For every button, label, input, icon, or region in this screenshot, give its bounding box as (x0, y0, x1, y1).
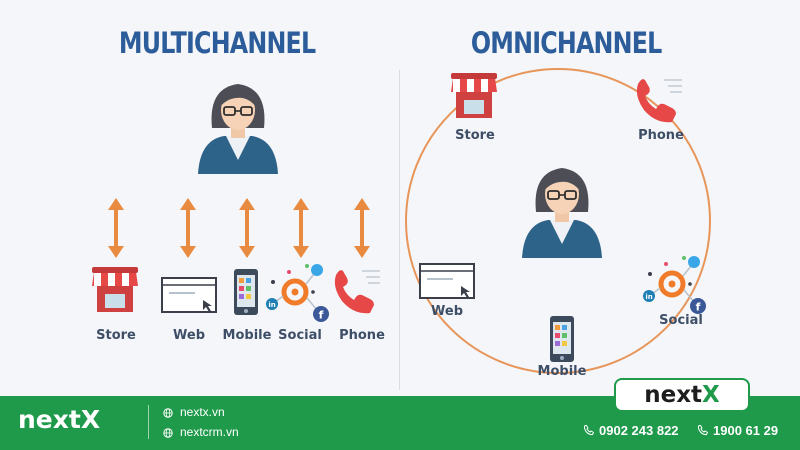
footer-phone-2[interactable]: 1900 61 29 (713, 423, 779, 438)
phone-icon (697, 425, 709, 436)
label-social: Social (278, 328, 322, 343)
omni-web-icon (419, 263, 475, 299)
footer-brand: nextX (18, 405, 101, 434)
label-phone: Phone (339, 328, 385, 343)
omnichannel-diagram (405, 68, 711, 374)
nextx-logo: nextX (614, 378, 750, 412)
omni-phone-icon (636, 78, 683, 124)
arrow-social (291, 196, 311, 260)
footer-separator (148, 405, 149, 439)
footer-link-nextx[interactable]: nextx.vn (180, 405, 225, 419)
label-mobile: Mobile (222, 328, 272, 343)
omnichannel-circle (405, 68, 711, 374)
social-icon (266, 264, 329, 322)
multichannel-customer-icon (197, 83, 279, 175)
footer-phone-1[interactable]: 0902 243 822 (599, 423, 679, 438)
logo-main-text: next (644, 382, 703, 408)
omni-label-mobile: Mobile (537, 364, 587, 379)
phone-icon (583, 425, 595, 436)
arrow-web (178, 196, 198, 260)
globe-icon (163, 428, 173, 438)
footer-link-nextcrm[interactable]: nextcrm.vn (180, 425, 239, 439)
omni-label-web: Web (431, 304, 463, 319)
arrow-mobile (237, 196, 257, 260)
omni-label-store: Store (455, 128, 495, 143)
omni-label-social: Social (659, 313, 703, 328)
multichannel-title: MULTICHANNEL (118, 26, 316, 60)
label-store: Store (96, 328, 136, 343)
omni-mobile-icon (550, 316, 574, 362)
arrow-phone (352, 196, 372, 260)
arrow-store (106, 196, 126, 260)
store-icon (92, 267, 138, 312)
label-web: Web (173, 328, 205, 343)
omni-store-icon (451, 73, 497, 118)
column-divider (399, 70, 400, 390)
omnichannel-customer-icon (521, 167, 603, 259)
globe-icon (163, 408, 173, 418)
web-icon (161, 277, 217, 313)
logo-accent-text: X (702, 382, 720, 408)
mobile-icon (234, 269, 258, 315)
omnichannel-title: OMNICHANNEL (470, 26, 662, 60)
phone-icon (334, 269, 381, 314)
omni-label-phone: Phone (638, 128, 684, 143)
